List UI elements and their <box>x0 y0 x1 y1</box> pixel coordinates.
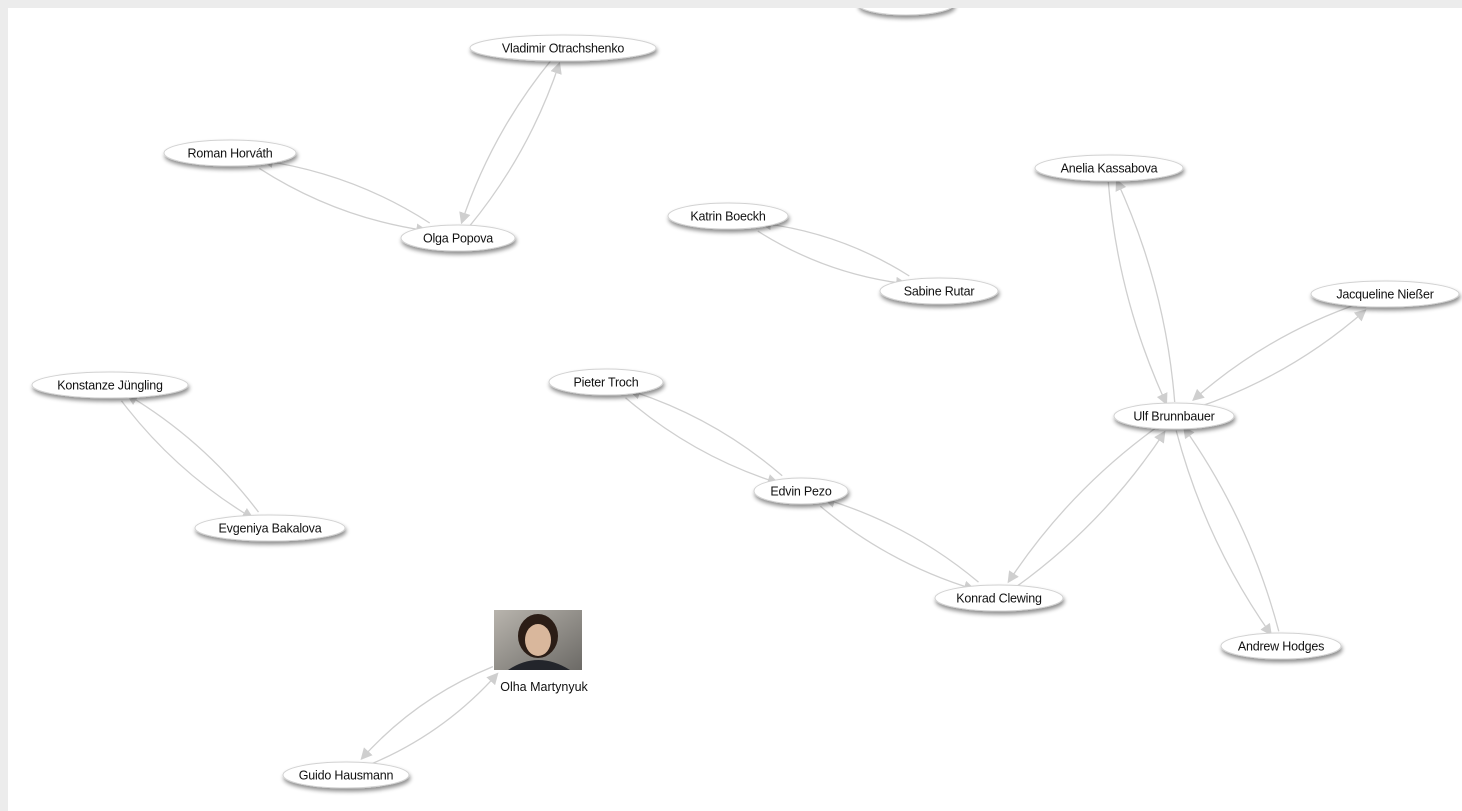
edge-jacqueline-to-ulf <box>1192 302 1362 401</box>
node-pieter[interactable]: Pieter Troch <box>548 368 664 396</box>
node-label: Olha Martynyuk <box>500 680 588 694</box>
avatar-face <box>525 624 551 656</box>
node-ulf[interactable]: Ulf Brunnbauer <box>1113 402 1235 430</box>
node-label: Evgeniya Bakalova <box>219 522 322 536</box>
node-label: Edvin Pezo <box>770 485 831 499</box>
node-ellipse <box>1310 280 1460 308</box>
edge-edvin-to-konrad <box>819 505 976 593</box>
node-label: Jacqueline Nießer <box>1336 288 1433 302</box>
node-katrin[interactable]: Katrin Boeckh <box>667 202 789 230</box>
node-ellipse <box>667 202 789 230</box>
edge-olga-to-roman <box>261 156 431 224</box>
node-ellipse <box>282 761 410 789</box>
edge-katrin-to-sabine <box>757 230 908 289</box>
node-ellipse <box>1113 402 1235 430</box>
node-ellipse <box>1034 154 1184 182</box>
edge-anelia-to-ulf <box>1107 182 1168 406</box>
node-ellipse <box>1220 632 1342 660</box>
edges-layer <box>120 58 1367 767</box>
node-andrew[interactable]: Andrew Hodges <box>1220 632 1342 660</box>
node-label: Olga Popova <box>423 232 493 246</box>
node-ellipse <box>469 34 657 62</box>
node-konstanze[interactable]: Konstanze Jüngling <box>31 371 189 399</box>
node-sabine[interactable]: Sabine Rutar <box>879 277 999 305</box>
edge-vladimir-to-olga <box>459 58 553 225</box>
cropped-node <box>860 8 952 16</box>
node-label: Ulf Brunnbauer <box>1133 410 1214 424</box>
edge-guido-to-olha <box>365 672 499 767</box>
node-ellipse <box>879 277 999 305</box>
node-edvin[interactable]: Edvin Pezo <box>753 477 849 505</box>
node-label: Konstanze Jüngling <box>57 379 163 393</box>
edge-roman-to-olga <box>259 167 428 236</box>
edge-olha-to-guido <box>360 665 494 760</box>
node-vladimir[interactable]: Vladimir Otrachshenko <box>469 34 657 62</box>
node-ellipse <box>753 477 849 505</box>
node-label: Vladimir Otrachshenko <box>502 42 624 56</box>
edge-ulf-to-konrad <box>1007 425 1160 584</box>
node-label: Katrin Boeckh <box>690 210 765 224</box>
avatar-body <box>508 660 570 670</box>
edge-ulf-to-jacqueline <box>1196 309 1367 409</box>
node-ellipse <box>31 371 189 399</box>
edge-konstanze-to-evgeniya <box>120 400 254 519</box>
node-label: Konrad Clewing <box>956 592 1042 606</box>
edge-sabine-to-katrin <box>759 218 910 277</box>
edge-evgeniya-to-konstanze <box>126 394 260 513</box>
node-evgeniya[interactable]: Evgeniya Bakalova <box>194 514 346 542</box>
node-label: Andrew Hodges <box>1238 640 1324 654</box>
node-anelia[interactable]: Anelia Kassabova <box>1034 154 1184 182</box>
node-ellipse <box>934 584 1064 612</box>
edge-konrad-to-edvin <box>823 496 979 583</box>
node-label: Roman Horváth <box>188 147 273 161</box>
node-jacqueline[interactable]: Jacqueline Nießer <box>1310 280 1460 308</box>
node-olga[interactable]: Olga Popova <box>400 224 516 252</box>
node-ellipse <box>194 514 346 542</box>
node-label: Anelia Kassabova <box>1061 162 1158 176</box>
edge-pieter-to-edvin <box>625 397 780 486</box>
node-ellipse <box>548 368 664 396</box>
edge-edvin-to-pieter <box>628 388 783 477</box>
node-label: Guido Hausmann <box>299 769 394 783</box>
edge-ulf-to-anelia <box>1115 178 1176 403</box>
edge-olga-to-vladimir <box>468 61 562 228</box>
edge-andrew-to-ulf <box>1183 426 1280 632</box>
node-ellipse <box>163 139 297 167</box>
node-konrad[interactable]: Konrad Clewing <box>934 584 1064 612</box>
node-ellipse <box>400 224 516 252</box>
node-guido[interactable]: Guido Hausmann <box>282 761 410 789</box>
node-label: Pieter Troch <box>574 376 639 390</box>
node-roman[interactable]: Roman Horváth <box>163 139 297 167</box>
edge-konrad-to-ulf <box>1013 430 1166 589</box>
node-olha[interactable]: Olha Martynyuk <box>494 610 589 694</box>
node-label: Sabine Rutar <box>904 285 975 299</box>
edge-ulf-to-andrew <box>1175 430 1272 636</box>
